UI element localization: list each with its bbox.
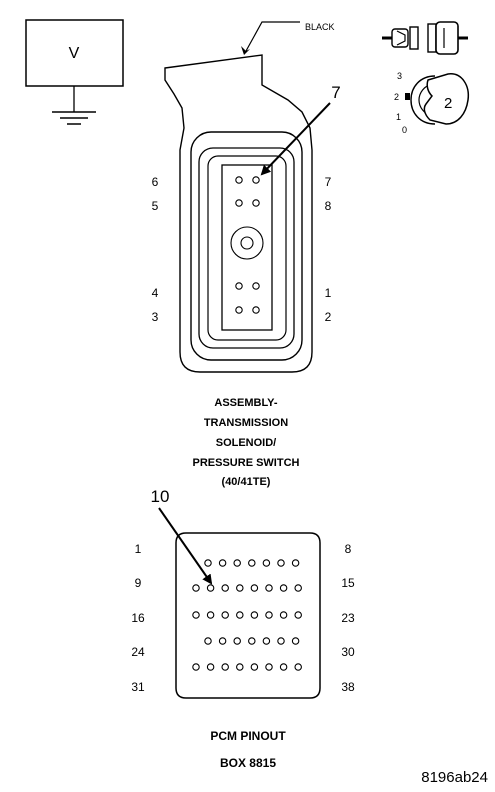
rotary-switch-icon: 3 2 1 0 2 [394,71,470,135]
pcm-pin-cavity [294,663,302,671]
solenoid-pin-label: 5 [152,199,159,213]
probe-wire: BLACK [241,21,335,55]
pcm-pin-cavity [294,611,302,619]
solenoid-pin-cavity [235,176,243,184]
pcm-pin-cavity [206,584,215,592]
solenoid-pin-label: 3 [152,310,159,324]
pcm-pin-cavity [265,584,273,592]
pcm-pin-label: 31 [131,680,145,694]
pcm-pin-cavity [221,663,229,671]
icon-position-label: 2 [444,95,452,112]
pcm-pin-cavity [218,637,227,645]
pcm-pin-label: 24 [131,645,145,659]
pcm-caption-line: PCM PINOUT [210,729,286,743]
pcm-pin-cavity [294,584,302,592]
pcm-pin-cavity [265,663,273,671]
pcm-pin-cavity [233,637,241,645]
pcm-pin-label: 30 [341,645,355,659]
solenoid-callout-arrow [260,102,331,176]
pcm-pin-cavity [192,663,200,671]
pcm-pin-cavity [279,663,288,671]
pcm-pin-cavity [248,637,256,645]
icon-pin-2: 2 [394,92,399,102]
solenoid-pin-cavity [252,176,260,184]
solenoid-pin-label: 1 [325,286,332,300]
pcm-pin-cavity [279,584,288,592]
pcm-caption-line: BOX 8815 [220,756,276,770]
figure-id: 8196ab24 [421,769,488,786]
pcm-pin-cavity [221,584,229,592]
solenoid-connector: 6 5 4 3 7 8 1 2 7 [152,54,341,373]
pcm-pin-label: 1 [135,542,142,556]
pcm-pin-cavity [291,637,300,645]
pcm-pin-grid [192,559,302,671]
solenoid-callout-number: 7 [331,83,340,102]
icon-pin-3: 3 [397,71,402,81]
solenoid-pin-label: 7 [325,175,332,189]
pcm-pin-cavity [221,611,229,619]
pcm-pin-cavity [218,559,227,567]
voltmeter: V [25,19,124,125]
pcm-pin-cavity [250,584,259,592]
pcm-pin-cavity [236,663,244,671]
solenoid-pin-cavity [252,199,260,207]
icon-pin-1: 1 [396,112,401,122]
solenoid-pin-cavity [252,306,260,314]
solenoid-caption-line: TRANSMISSION [204,417,288,429]
voltmeter-label: V [69,45,80,62]
pcm-callout-arrow [158,507,213,585]
solenoid-caption-line: SOLENOID/ [216,437,277,449]
solenoid-caption: ASSEMBLY- TRANSMISSION SOLENOID/ PRESSUR… [193,397,300,488]
pcm-pin-cavity [192,611,200,619]
pcm-pin-cavity [206,611,215,619]
pcm-caption: PCM PINOUT BOX 8815 [210,729,286,770]
pcm-pin-label: 16 [131,611,145,625]
pcm-pin-label: 38 [341,680,355,694]
pcm-pin-cavity [236,611,244,619]
connector-plug-icon [382,21,468,55]
wire-color-label: BLACK [305,22,335,32]
pcm-pin-cavity [192,584,200,592]
solenoid-pin-label: 6 [152,175,159,189]
pcm-pin-cavity [262,559,271,567]
pcm-pin-cavity [265,611,273,619]
solenoid-pin-label: 8 [325,199,332,213]
pcm-pin-cavity [279,611,288,619]
icon-pin-0: 0 [402,125,407,135]
pcm-callout-number: 10 [151,487,170,506]
pcm-pin-cavity [277,559,285,567]
pcm-pin-cavity [236,584,244,592]
center-bolt-inner [240,236,254,250]
solenoid-pin-cavity [235,306,243,314]
solenoid-pin-cavity [252,282,260,290]
pcm-pin-cavity [262,637,271,645]
pcm-pin-cavity [233,559,241,567]
pcm-pin-cavity [277,637,285,645]
pcm-pin-cavity [250,663,259,671]
pcm-pin-label: 15 [341,576,355,590]
pcm-pin-cavity [291,559,300,567]
pcm-pin-cavity [248,559,256,567]
pcm-pin-label: 8 [345,542,352,556]
solenoid-pin-label: 4 [152,286,159,300]
solenoid-caption-line: PRESSURE SWITCH [193,457,300,469]
pcm-pin-label: 23 [341,611,355,625]
solenoid-pin-cavity [235,282,243,290]
pcm-pin-cavity [204,637,212,645]
pcm-pin-cavity [250,611,259,619]
pcm-pin-cavity [204,559,212,567]
pcm-pin-label: 9 [135,576,142,590]
solenoid-caption-line: ASSEMBLY- [214,397,278,409]
solenoid-pin-cavity [235,199,243,207]
center-bolt-outer [230,226,264,260]
solenoid-pin-label: 2 [325,310,332,324]
pcm-pinout-box: 1 9 16 24 31 8 15 23 30 38 10 [131,487,355,699]
solenoid-caption-line: (40/41TE) [222,476,271,488]
pcm-pin-cavity [206,663,215,671]
